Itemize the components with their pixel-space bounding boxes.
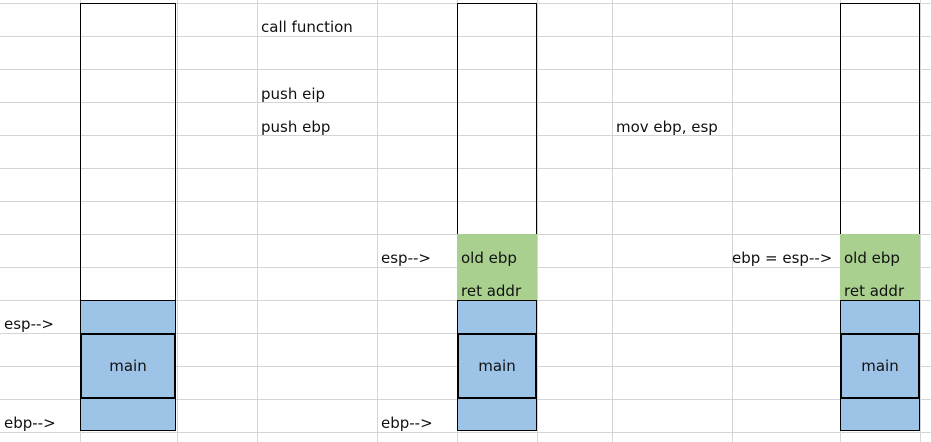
ebp-equals-esp-pointer-3: ebp = esp--> [732,249,833,267]
main-label-1: main [109,357,147,375]
old-ebp-label-3: old ebp [844,249,900,267]
esp-pointer-1: esp--> [4,315,54,333]
old-ebp-cell-3 [840,234,920,267]
instruction-call: call function [261,18,353,36]
main-label-2: main [478,357,516,375]
instruction-push-ebp: push ebp [261,118,331,136]
main-block-3 [840,333,920,399]
main-block-1 [80,333,176,399]
main-label-3: main [861,357,899,375]
old-ebp-cell-2 [457,234,537,267]
ret-addr-cell-3 [840,267,920,300]
ebp-pointer-1: ebp--> [4,414,56,432]
main-frame-fill-1 [80,300,176,431]
ret-addr-label-2: ret addr [461,282,522,300]
ret-addr-cell-2 [457,267,537,300]
esp-pointer-2: esp--> [381,249,431,267]
main-frame-fill-3 [840,300,920,431]
old-ebp-label-2: old ebp [461,249,517,267]
ret-addr-label-3: ret addr [844,282,905,300]
instruction-mov: mov ebp, esp [616,118,718,136]
main-frame-fill-2 [457,300,537,431]
ebp-pointer-2: ebp--> [381,414,433,432]
main-block-2 [457,333,537,399]
instruction-push-eip: push eip [261,85,326,103]
